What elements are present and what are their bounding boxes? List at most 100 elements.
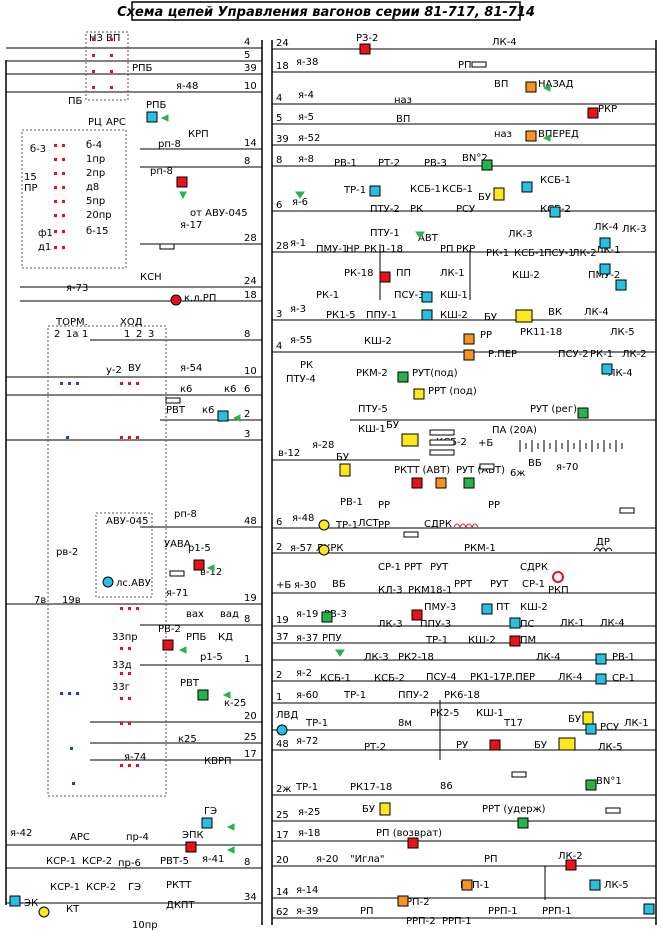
resistors [159, 61, 635, 814]
svg-text:РК2-18: РК2-18 [398, 652, 434, 663]
svg-text:ПА (20А): ПА (20А) [492, 425, 537, 436]
svg-text:я-20: я-20 [316, 854, 338, 865]
svg-text:ТОРМ.: ТОРМ. [55, 317, 88, 328]
svg-text:КСР-1: КСР-1 [50, 882, 80, 893]
svg-text:КТ: КТ [66, 904, 80, 915]
svg-text:BN°2: BN°2 [462, 153, 488, 164]
svg-text:10: 10 [244, 366, 257, 377]
svg-text:20: 20 [276, 855, 289, 866]
svg-text:+Б: +Б [276, 580, 291, 591]
svg-text:14: 14 [244, 138, 257, 149]
svg-text:2: 2 [54, 329, 60, 340]
svg-text:ТР-1: ТР-1 [343, 185, 366, 196]
svg-text:КЛ-3: КЛ-3 [378, 585, 403, 596]
svg-text:28: 28 [244, 233, 257, 244]
svg-text:ЛК-2: ЛК-2 [572, 248, 597, 259]
svg-text:КРП: КРП [188, 129, 209, 140]
svg-text:20: 20 [244, 711, 257, 722]
svg-text:я-18: я-18 [298, 828, 320, 839]
svg-text:РКТТ: РКТТ [166, 880, 192, 891]
svg-text:РКТТ (АВТ): РКТТ (АВТ) [394, 465, 450, 476]
svg-text:КШ-2: КШ-2 [512, 270, 540, 281]
contact-dots [60, 382, 79, 785]
svg-text:от АВУ-045: от АВУ-045 [190, 208, 248, 219]
svg-text:РРТ: РРТ [404, 562, 423, 573]
svg-text:ЛК-4: ЛК-4 [558, 672, 583, 683]
svg-text:РВ-1: РВ-1 [340, 497, 363, 508]
svg-text:я-72: я-72 [296, 736, 318, 747]
svg-text:СДРК: СДРК [520, 562, 548, 573]
svg-text:вах: вах [186, 609, 204, 620]
svg-text:я-30: я-30 [294, 580, 316, 591]
svg-text:Р.ПЕР: Р.ПЕР [488, 349, 517, 360]
svg-text:АВУ-045: АВУ-045 [106, 516, 149, 527]
title-frame [131, 1, 521, 21]
indicator-boxes [339, 187, 594, 816]
svg-text:1: 1 [244, 654, 250, 665]
svg-text:РРП-1: РРП-1 [488, 906, 518, 917]
svg-text:ПТУ-5: ПТУ-5 [358, 404, 388, 415]
svg-text:РК-1: РК-1 [590, 349, 613, 360]
svg-text:РВ-3: РВ-3 [424, 158, 447, 169]
svg-text:8: 8 [244, 614, 250, 625]
svg-text:АРС: АРС [70, 832, 90, 843]
svg-text:КШ-1: КШ-1 [440, 290, 468, 301]
nz-vp-frame [85, 31, 129, 101]
svg-text:ЛК-2: ЛК-2 [558, 851, 583, 862]
svg-text:5: 5 [244, 50, 250, 61]
svg-text:БУ: БУ [534, 740, 547, 751]
svg-text:1пр: 1пр [86, 154, 105, 165]
svg-text:РПБ: РПБ [186, 632, 207, 643]
svg-text:АВТ: АВТ [418, 233, 439, 244]
svg-text:пр-4: пр-4 [126, 832, 149, 843]
svg-text:33д: 33д [112, 660, 132, 671]
svg-text:РУТ: РУТ [430, 562, 449, 573]
svg-text:ПБ: ПБ [68, 96, 83, 107]
svg-text:ВПЕРЕД: ВПЕРЕД [538, 129, 579, 140]
svg-text:РКП: РКП [548, 585, 569, 596]
svg-text:2: 2 [244, 409, 250, 420]
svg-text:я-48: я-48 [292, 513, 314, 524]
svg-text:КСР-2: КСР-2 [82, 856, 112, 867]
svg-text:РРТ: РРТ [454, 579, 473, 590]
svg-text:6ж: 6ж [510, 468, 525, 479]
svg-text:рп-8: рп-8 [174, 509, 197, 520]
svg-text:КСБ-1: КСБ-1 [442, 184, 473, 195]
svg-text:РКМ-2: РКМ-2 [356, 368, 388, 379]
svg-text:ЛК-3: ЛК-3 [378, 619, 403, 630]
svg-text:КШ-2: КШ-2 [520, 602, 548, 613]
svg-text:ЛК-1: ЛК-1 [560, 618, 585, 629]
svg-text:ЛК-4: ЛК-4 [594, 222, 619, 233]
svg-text:39: 39 [244, 63, 257, 74]
svg-text:24: 24 [276, 38, 289, 49]
svg-text:ЛК-1: ЛК-1 [596, 245, 621, 256]
svg-text:РП: РП [458, 60, 472, 71]
svg-text:я-5: я-5 [298, 112, 314, 123]
svg-text:ПТУ-4: ПТУ-4 [286, 374, 316, 385]
svg-text:я-25: я-25 [298, 807, 320, 818]
svg-text:КШ-2: КШ-2 [364, 336, 392, 347]
switch-block-frame [21, 129, 127, 269]
svg-text:РК1-17: РК1-17 [470, 672, 506, 683]
svg-text:я-6: я-6 [292, 197, 308, 208]
svg-text:РТ-2: РТ-2 [378, 158, 400, 169]
svg-text:я-54: я-54 [180, 363, 202, 374]
svg-text:я-19: я-19 [296, 609, 318, 620]
svg-text:я-60: я-60 [296, 690, 318, 701]
svg-text:я-39: я-39 [296, 906, 318, 917]
svg-text:я-8: я-8 [298, 154, 314, 165]
svg-text:РК 1-18: РК 1-18 [364, 244, 403, 255]
svg-text:БУ: БУ [362, 804, 375, 815]
svg-text:КШ-1: КШ-1 [476, 708, 504, 719]
svg-text:РВ-2: РВ-2 [158, 624, 181, 635]
svg-text:4: 4 [276, 341, 282, 352]
battery-icon [519, 440, 623, 452]
svg-text:р1-5: р1-5 [200, 652, 223, 663]
svg-text:18: 18 [276, 61, 289, 72]
svg-text:РПБ: РПБ [146, 100, 167, 111]
left-panel-labels: НЗ ВП РПБ я-48 ПБ РПБ РЦ АРС б-3 б-4 1пр… [10, 33, 248, 931]
svg-text:наз: наз [494, 129, 512, 140]
svg-text:РК-18: РК-18 [344, 268, 373, 279]
svg-text:ТР-1: ТР-1 [343, 690, 366, 701]
svg-text:я-14: я-14 [296, 885, 318, 896]
